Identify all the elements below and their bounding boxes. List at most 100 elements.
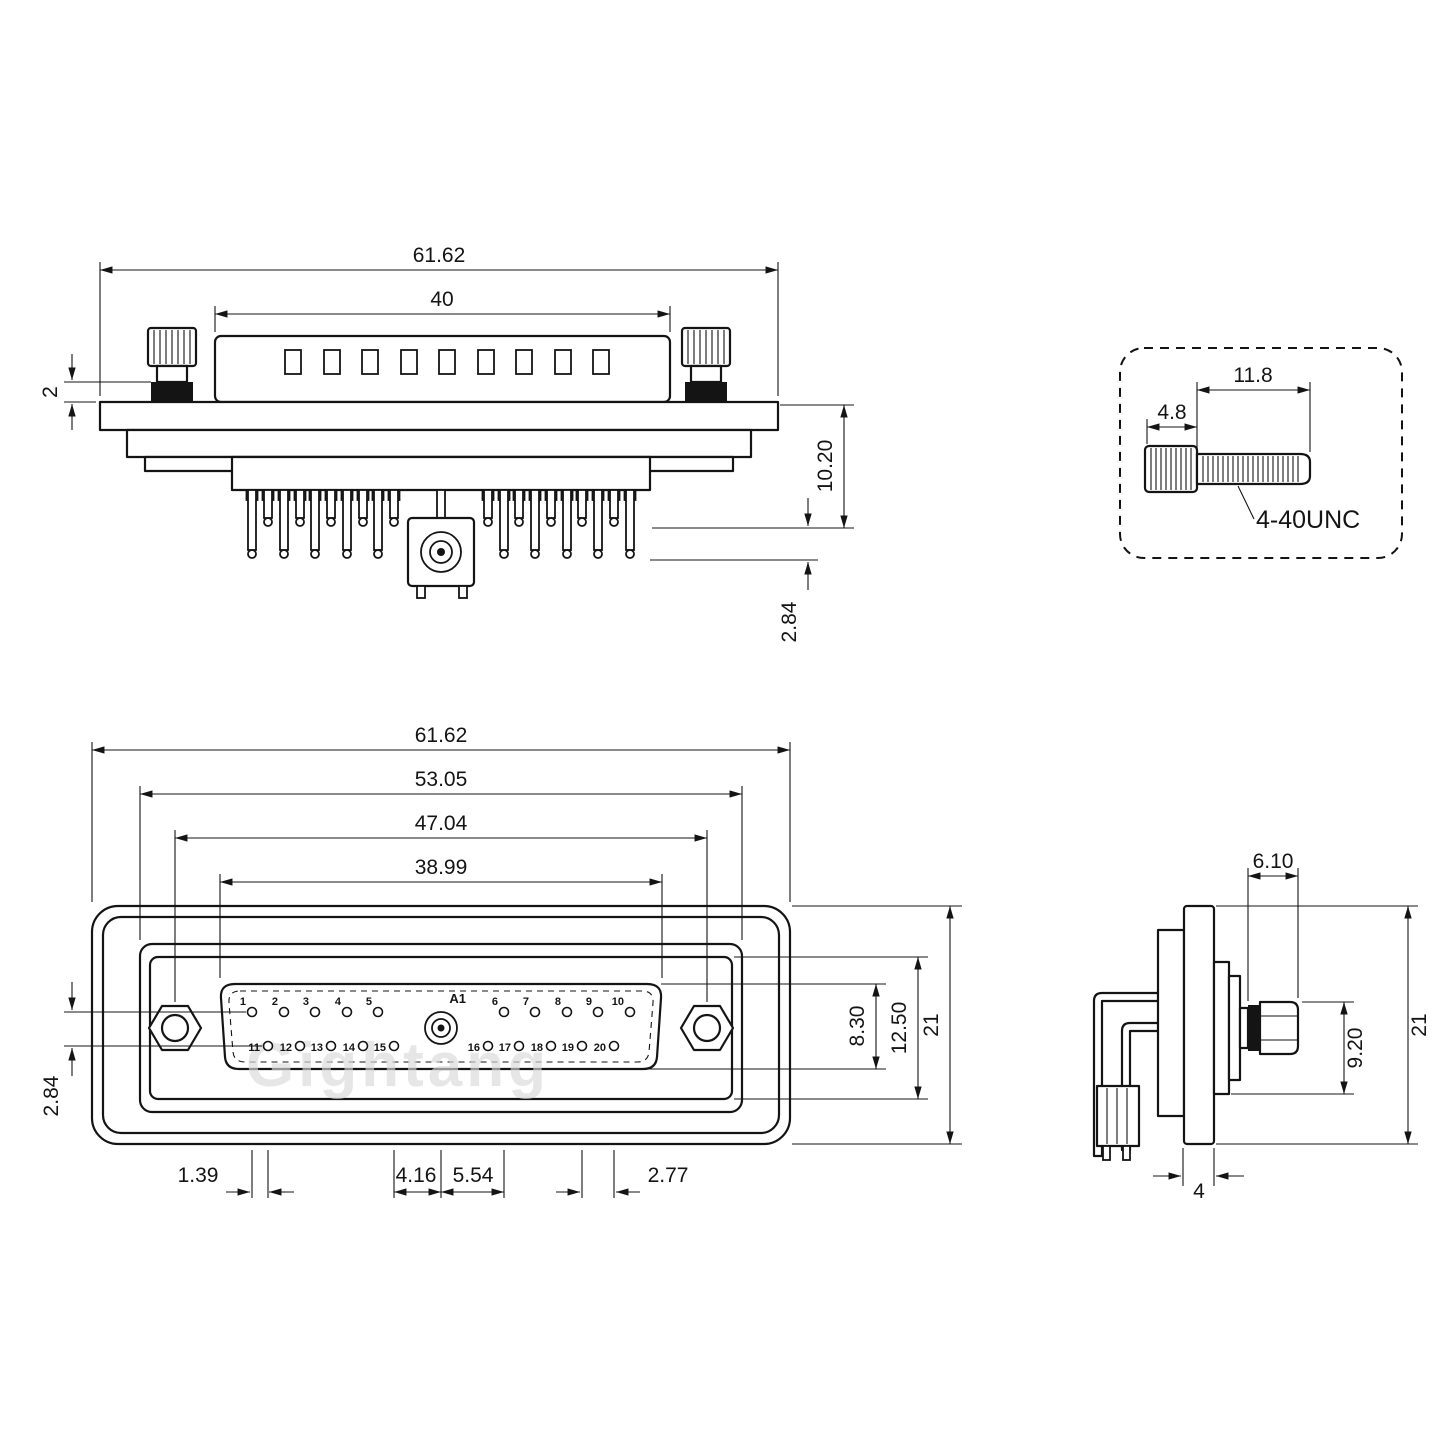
pin	[356, 489, 370, 527]
pin-number: 13	[311, 1042, 323, 1054]
dim-front-total-height: 21	[920, 1013, 943, 1036]
shell-slots	[284, 349, 610, 375]
coax-contact-front: A1	[424, 991, 466, 1045]
pin	[544, 489, 558, 527]
pin-number: 12	[280, 1042, 292, 1054]
dimensions-side-view: 6.10 9.20 21 4	[1153, 850, 1431, 1203]
dim-front-coax-right: 5.54	[453, 1164, 494, 1187]
pin-number: 14	[343, 1042, 356, 1054]
pin	[340, 489, 354, 559]
knurl-lines	[153, 330, 191, 364]
dim-side-total-height: 21	[1408, 1013, 1431, 1036]
pin-number: 2	[272, 996, 278, 1008]
coax-contact-side	[1095, 1084, 1141, 1161]
extension-lines	[1182, 868, 1418, 1186]
flange-inner-edge	[101, 915, 781, 1135]
jackscrew-right	[680, 326, 732, 402]
pin	[528, 489, 542, 559]
mount-nut-right	[679, 1004, 735, 1052]
mount-nut-left	[147, 1004, 203, 1052]
dimensions-screw-detail: 11.8 4.8 4-40UNC	[1146, 364, 1360, 534]
view-top-elevation: 61.62 40 2 10.20 2.84	[39, 244, 854, 642]
knurl-lines	[1150, 448, 1192, 490]
dim-side-screw-length: 6.10	[1253, 850, 1294, 873]
dim-top-height: 10.20	[814, 440, 837, 493]
detail-border	[1119, 347, 1403, 559]
pin-number: 16	[468, 1042, 480, 1054]
flange-side	[1182, 904, 1216, 1146]
pin-number: 20	[594, 1042, 606, 1054]
pins-long-row	[245, 489, 637, 559]
pin-number: 6	[492, 996, 498, 1008]
pin	[371, 489, 385, 559]
view-screw-detail: 11.8 4.8 4-40UNC	[1119, 347, 1403, 559]
pin-number: 17	[499, 1042, 511, 1054]
dim-front-total-width: 61.62	[415, 724, 468, 747]
pins-short-row	[261, 489, 621, 527]
dim-detail-thread-length: 11.8	[1233, 364, 1272, 387]
dim-top-screw-gap: 2	[39, 386, 62, 398]
pin	[261, 489, 275, 527]
pin	[387, 489, 401, 527]
pin	[591, 489, 605, 559]
dim-top-total-width: 61.62	[413, 244, 466, 267]
dim-side-screw-height: 9.20	[1344, 1028, 1367, 1069]
label-thread-spec: 4-40UNC	[1256, 506, 1360, 534]
thread-section	[151, 382, 193, 402]
pin	[497, 489, 511, 559]
dimensions-front-view: 61.62 53.05 47.04 38.99 8.30 12.50 21 2.…	[40, 724, 962, 1198]
pin-number: 1	[240, 996, 246, 1008]
dim-top-row-offset: 2.84	[778, 601, 801, 642]
label-coax: A1	[449, 991, 466, 1006]
pin-number: 18	[531, 1042, 543, 1054]
dim-side-flange-thickness: 4	[1193, 1180, 1205, 1203]
pin	[512, 489, 526, 527]
shield-side	[1212, 960, 1231, 1096]
pin-number: 3	[303, 996, 309, 1008]
dim-front-pitch: 2.77	[648, 1164, 689, 1187]
pin	[308, 489, 322, 559]
knurl-lines	[687, 330, 725, 364]
dimensions-top-view: 61.62 40 2 10.20 2.84	[39, 244, 854, 642]
view-front-face: Gightang A1 1 2 3 4 5 6 7	[40, 724, 962, 1198]
pin-number: 4	[335, 996, 342, 1008]
pin-number: 11	[248, 1042, 260, 1054]
coax-contact-top	[406, 489, 476, 599]
shroud-side	[1227, 974, 1242, 1082]
pin	[623, 489, 637, 559]
pin-number: 10	[612, 996, 624, 1008]
pin-number: 5	[366, 996, 372, 1008]
dim-front-mount-spacing: 47.04	[415, 812, 468, 835]
pin-number: 7	[523, 996, 529, 1008]
jackscrew-left	[146, 326, 198, 402]
pin	[293, 489, 307, 527]
insulator-dashed-line	[228, 990, 654, 1063]
view-right-side: 6.10 9.20 21 4	[1092, 850, 1431, 1203]
pin	[481, 489, 495, 527]
dim-front-row-offset: 2.84	[40, 1075, 63, 1116]
dim-top-shield-width: 40	[430, 288, 453, 311]
pin-number: 15	[374, 1042, 386, 1054]
jackscrew-side	[1238, 1000, 1300, 1056]
pin-number: 9	[586, 996, 592, 1008]
pin	[245, 489, 259, 559]
dim-front-coax-left: 4.16	[396, 1164, 437, 1187]
insulator-side	[1156, 928, 1186, 1118]
pin	[324, 489, 338, 527]
pin	[607, 489, 621, 527]
pin	[560, 489, 574, 559]
dim-front-shroud-height: 12.50	[888, 1002, 911, 1055]
pin	[575, 489, 589, 527]
thread-section	[685, 382, 727, 402]
dim-front-half-pitch: 1.39	[178, 1164, 219, 1187]
pin-row-bottom: 11 12 13 14 15 16 17 18 19 20	[248, 1040, 620, 1054]
pin-row-top: 1 2 3 4 5 6 7 8 9 10	[240, 996, 636, 1018]
dim-detail-head-length: 4.8	[1157, 401, 1186, 424]
shield-shell	[213, 334, 672, 404]
dim-front-shroud-width: 53.05	[415, 768, 468, 791]
screw-head	[1143, 444, 1199, 494]
pin	[277, 489, 291, 559]
flange-body	[98, 400, 780, 492]
thread-lines	[1202, 456, 1299, 482]
